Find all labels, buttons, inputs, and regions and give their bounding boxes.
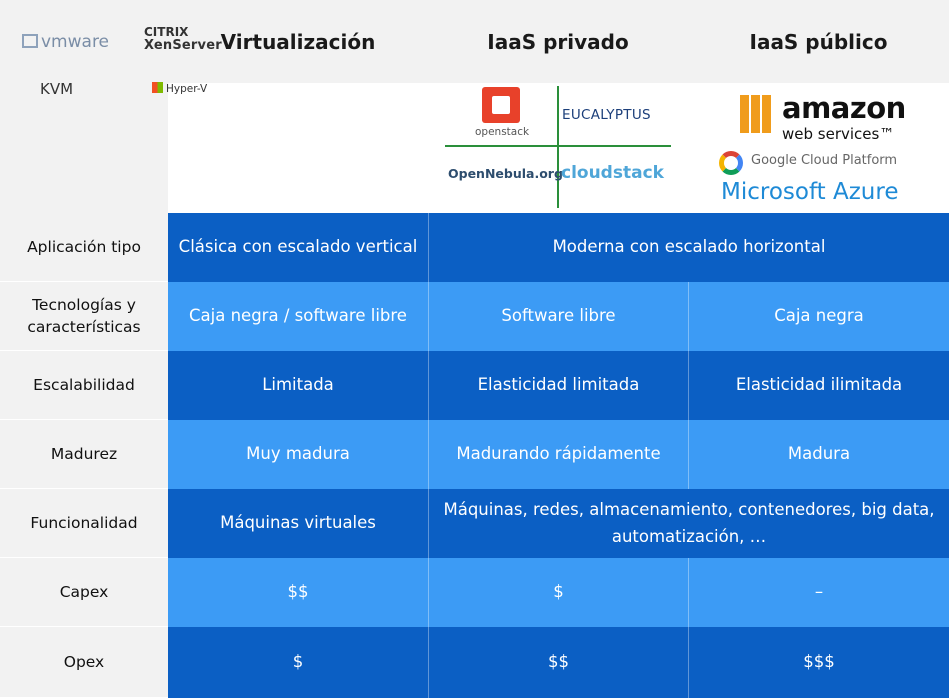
vmware-logo: vmware bbox=[22, 32, 109, 52]
header-iaas-publico: IaaS público bbox=[688, 0, 949, 83]
logo-row-label bbox=[0, 83, 168, 213]
google-cloud-icon bbox=[719, 151, 743, 175]
logos-virtualizacion bbox=[168, 83, 428, 213]
header-iaas-privado: IaaS privado bbox=[428, 0, 688, 83]
cell-opex-pub: $$$ bbox=[688, 627, 949, 698]
aws-icon bbox=[740, 95, 772, 133]
microsoft-windows-icon bbox=[152, 82, 163, 93]
row-label-tecnologias: Tecnologías y características bbox=[0, 282, 168, 351]
header-empty bbox=[0, 0, 168, 83]
cell-madurez-priv: Madurando rápidamente bbox=[428, 420, 688, 489]
row-label-capex: Capex bbox=[0, 558, 168, 627]
cell-escalabilidad-priv: Elasticidad limitada bbox=[428, 351, 688, 420]
cell-capex-virt: $$ bbox=[168, 558, 428, 627]
opennebula-logo: OpenNebula.org bbox=[448, 166, 563, 181]
row-label-aplicacion-tipo: Aplicación tipo bbox=[0, 213, 168, 282]
cell-aplicacion-virt: Clásica con escalado vertical bbox=[168, 213, 428, 282]
cell-aplicacion-iaas: Moderna con escalado horizontal bbox=[428, 213, 949, 282]
xenserver-logo-text: XenServer bbox=[144, 38, 222, 54]
kvm-logo: KVM bbox=[40, 80, 73, 98]
logo-divider-vertical bbox=[557, 86, 559, 208]
cell-funcionalidad-virt: Máquinas virtuales bbox=[168, 489, 428, 558]
cell-capex-pub: – bbox=[688, 558, 949, 627]
cell-madurez-virt: Muy madura bbox=[168, 420, 428, 489]
row-label-funcionalidad: Funcionalidad bbox=[0, 489, 168, 558]
hyperv-logo: Hyper-V bbox=[152, 82, 207, 95]
cell-opex-virt: $ bbox=[168, 627, 428, 698]
google-logo-text: Google bbox=[751, 153, 797, 168]
cell-escalabilidad-virt: Limitada bbox=[168, 351, 428, 420]
row-label-escalabilidad: Escalabilidad bbox=[0, 351, 168, 420]
cell-capex-priv: $ bbox=[428, 558, 688, 627]
citrix-logo-text: CITRIX bbox=[144, 25, 189, 39]
cell-escalabilidad-pub: Elasticidad ilimitada bbox=[688, 351, 949, 420]
cell-tecnologias-priv: Software libre bbox=[428, 282, 688, 351]
cell-tecnologias-virt: Caja negra / software libre bbox=[168, 282, 428, 351]
citrix-xenserver-logo: CITRIX XenServer bbox=[144, 25, 222, 54]
cloud-platform-logo-text: Cloud Platform bbox=[800, 153, 898, 168]
row-label-madurez: Madurez bbox=[0, 420, 168, 489]
logos-iaas-publico bbox=[688, 83, 949, 213]
kvm-logo-text: KVM bbox=[40, 80, 74, 98]
aws-logo-text: web services™ bbox=[782, 125, 895, 143]
vmware-logo-text: vmware bbox=[41, 32, 110, 52]
cell-madurez-pub: Madura bbox=[688, 420, 949, 489]
cell-funcionalidad-iaas: Máquinas, redes, almacenamiento, contene… bbox=[428, 489, 949, 558]
header-virtualizacion: Virtualización bbox=[168, 0, 428, 83]
cell-opex-priv: $$ bbox=[428, 627, 688, 698]
cell-tecnologias-pub: Caja negra bbox=[688, 282, 949, 351]
vmware-icon bbox=[22, 34, 38, 48]
google-cloud-logo: Google Cloud Platform bbox=[751, 153, 897, 168]
hyperv-logo-text: Hyper-V bbox=[166, 83, 208, 95]
logo-divider-horizontal bbox=[445, 145, 671, 147]
eucalyptus-logo: EUCALYPTUS bbox=[562, 107, 651, 123]
cloudstack-logo: cloudstack bbox=[561, 163, 664, 183]
amazon-logo-text: amazon bbox=[782, 91, 906, 125]
row-label-opex: Opex bbox=[0, 627, 168, 698]
openstack-icon bbox=[482, 87, 520, 123]
azure-logo: Microsoft Azure bbox=[721, 179, 899, 205]
openstack-logo-text: openstack bbox=[475, 126, 530, 138]
